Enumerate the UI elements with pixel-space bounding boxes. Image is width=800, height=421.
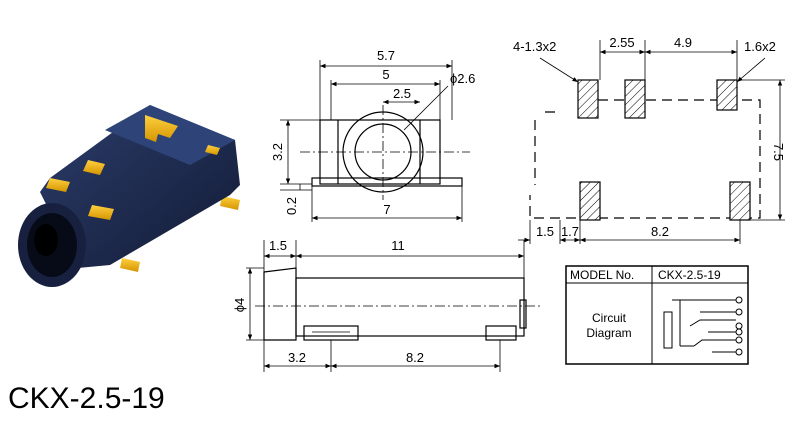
pad-layout [518, 40, 785, 244]
dim-hole-offset: 2.5 [393, 86, 411, 101]
side-pin-2 [485, 325, 517, 341]
bottom-pin-right [220, 196, 240, 210]
circuit-diagram [663, 296, 743, 356]
dim-pin-height: 0.2 [284, 197, 299, 215]
jack-product-photo [18, 105, 240, 287]
dim-layout-height: 7.5 [771, 143, 786, 161]
side-flange [263, 267, 297, 341]
dim-pad-width: 1.7 [561, 224, 579, 239]
dim-width-outer: 5.7 [377, 48, 395, 63]
contact-top [145, 115, 178, 142]
dim-side-offset: 3.2 [288, 350, 306, 365]
contact-lower [88, 205, 114, 220]
model-label: MODEL No. [570, 268, 634, 282]
bottom-pin-left [120, 258, 140, 272]
pad-top-1 [577, 79, 599, 119]
circuit-label-2: Diagram [586, 326, 631, 340]
pad-top-2 [624, 79, 646, 119]
dim-pad-pitch: 8.2 [651, 224, 669, 239]
pad-top-3 [716, 79, 738, 111]
dim-edge-offset: 1.5 [536, 224, 554, 239]
dim-pad-span: 4.9 [674, 35, 692, 50]
dim-pad-small: 4-1.3x2 [513, 39, 556, 54]
front-base [311, 177, 463, 187]
dim-flange: 1.5 [269, 238, 287, 253]
dim-pad-large: 1.6x2 [744, 39, 776, 54]
side-pin-1 [303, 325, 359, 341]
model-value: CKX-2.5-19 [658, 268, 721, 282]
contact-left [46, 178, 70, 192]
front-view [280, 60, 470, 222]
side-body [295, 277, 525, 337]
pad-bottom-1 [579, 181, 601, 221]
spec-table [565, 265, 749, 365]
dim-length: 11 [391, 238, 405, 253]
dim-side-pitch: 8.2 [406, 350, 424, 365]
dim-width-inner: 5 [382, 67, 389, 82]
dim-height: 3.2 [270, 143, 285, 161]
product-title: CKX-2.5-19 [8, 382, 165, 415]
dim-hole-diameter: ϕ2.6 [450, 71, 475, 86]
pad-bottom-2 [729, 181, 751, 221]
dim-base-width: 7 [383, 202, 390, 217]
dim-pad-spacing: 2.55 [609, 35, 634, 50]
side-view [246, 240, 540, 372]
dim-diameter: ϕ4 [232, 298, 247, 313]
circuit-label-1: Circuit [592, 311, 627, 325]
contact-middle [83, 160, 105, 175]
contact-right [205, 145, 220, 155]
